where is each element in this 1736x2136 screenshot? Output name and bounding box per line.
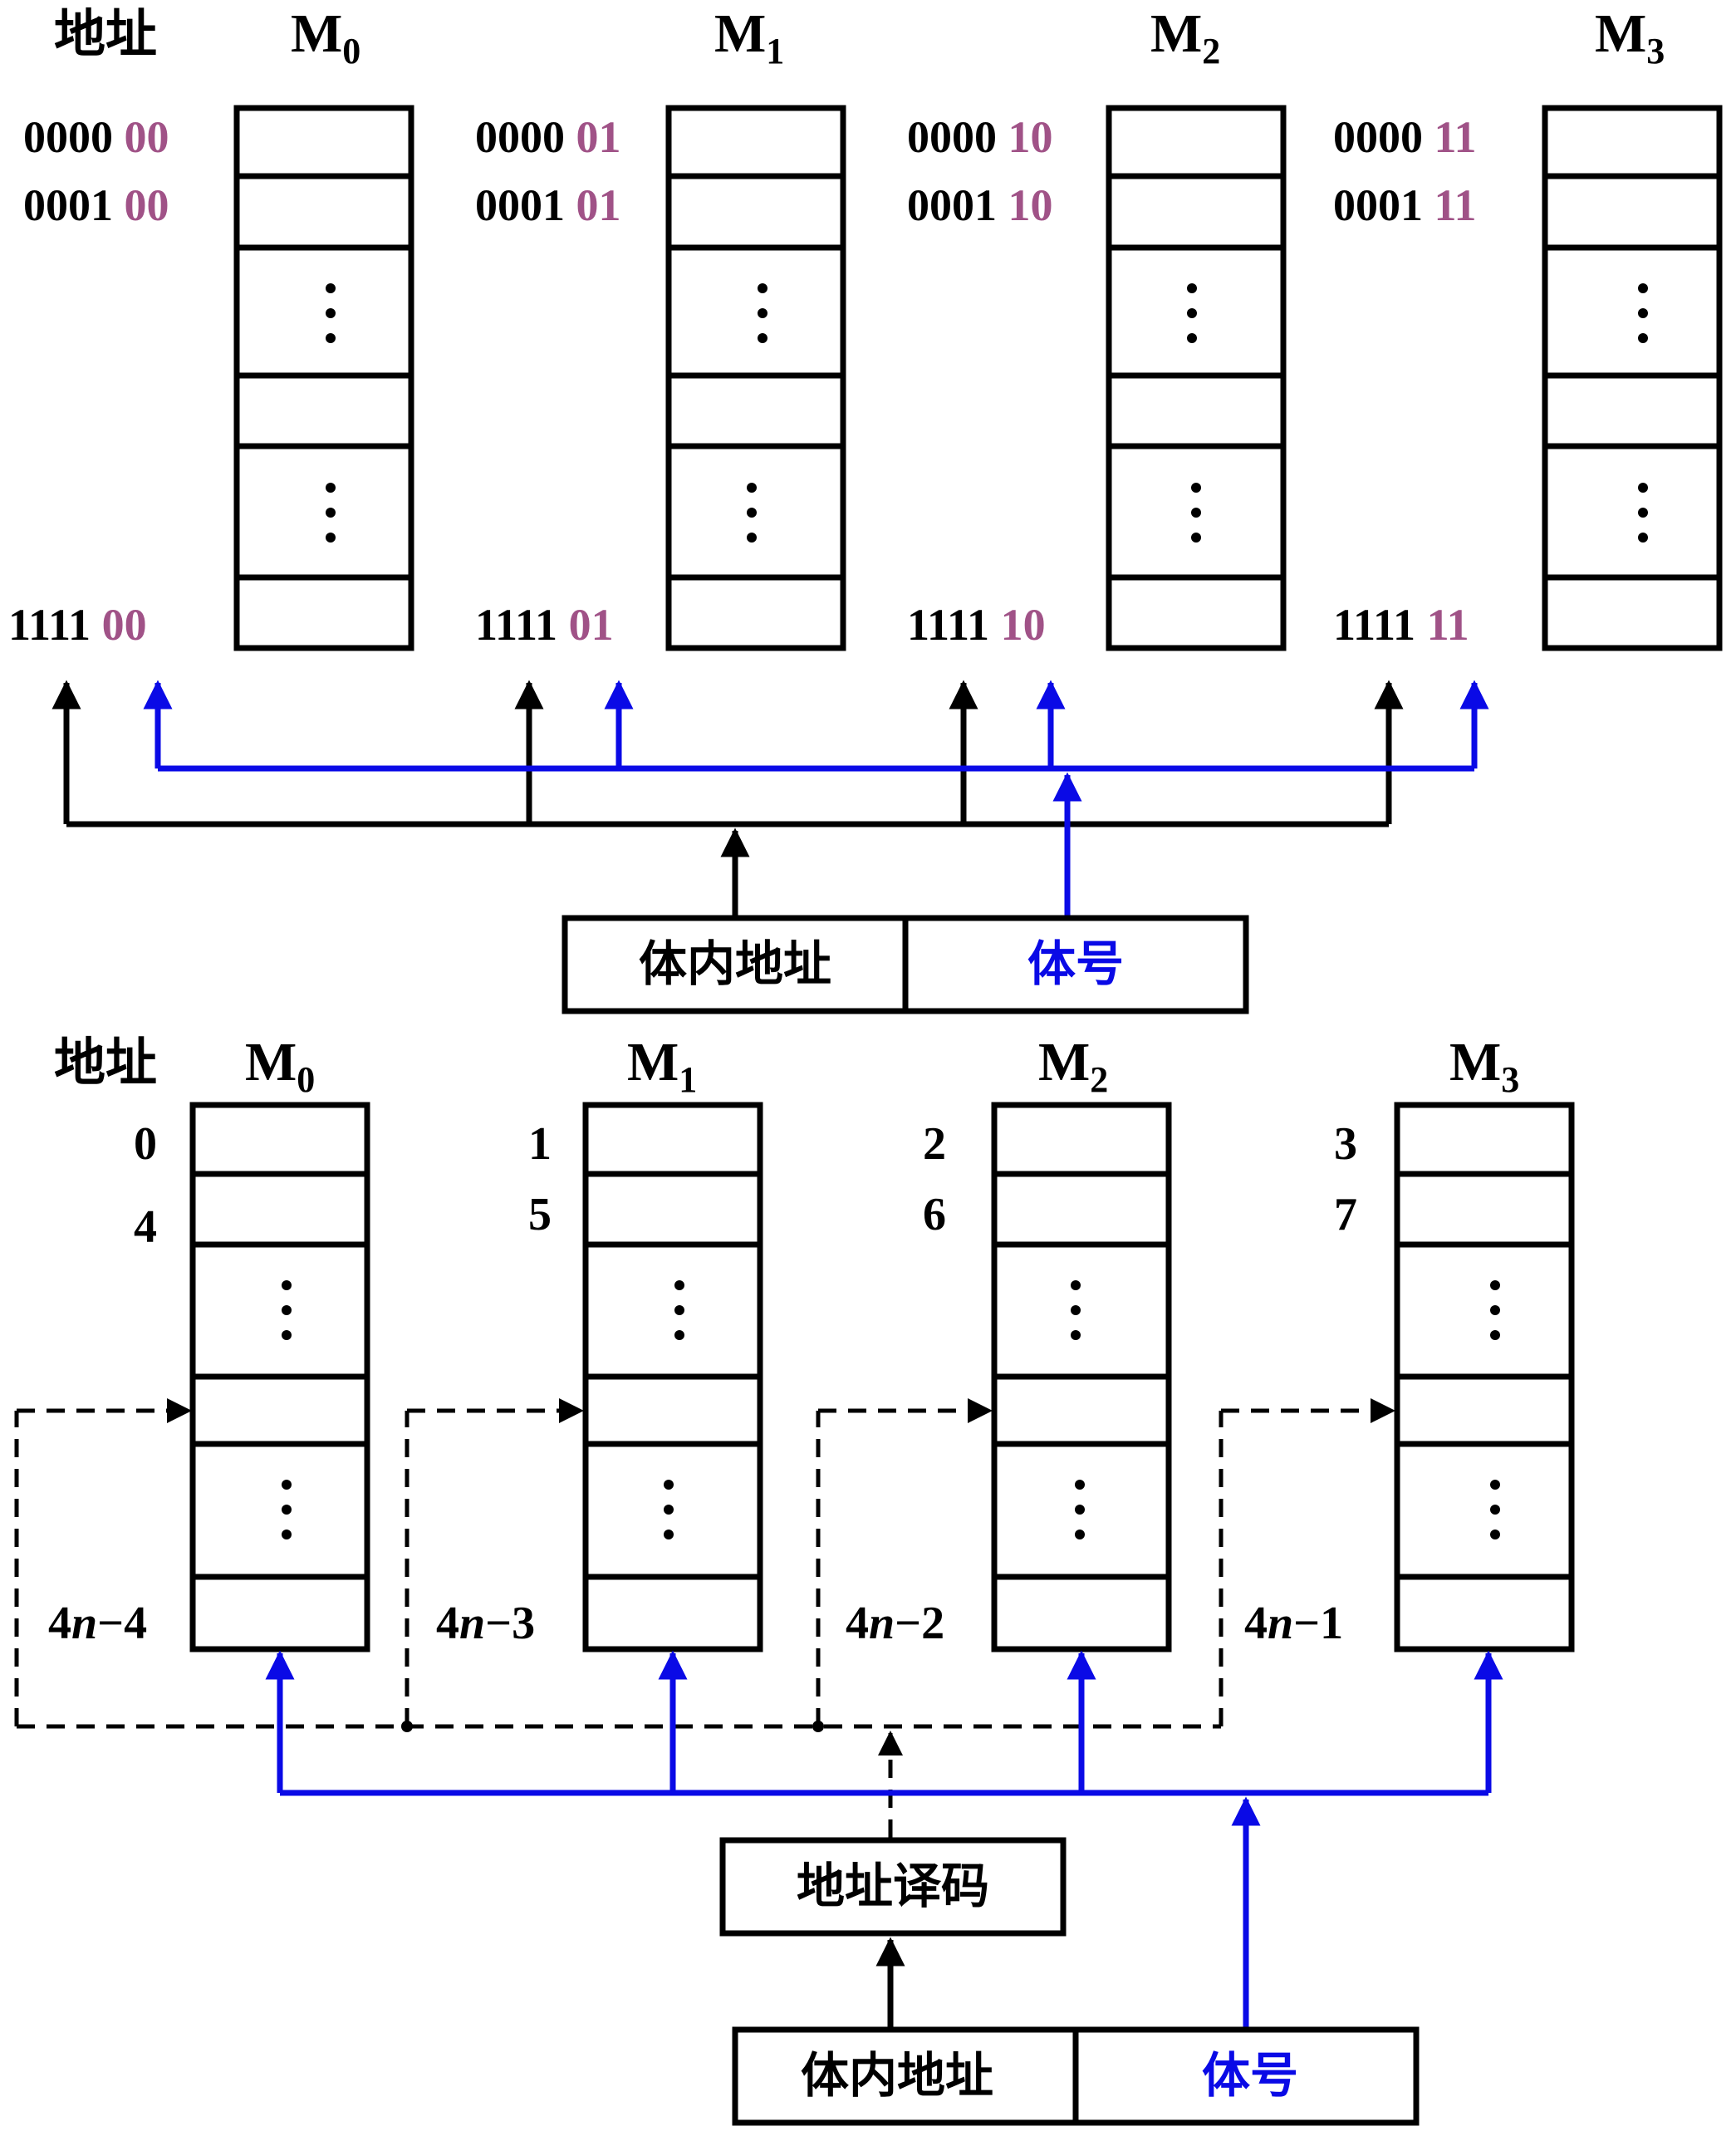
top-module-sub-3: 3	[1646, 31, 1665, 71]
bottom-memory-bank-2	[991, 1102, 1172, 1652]
top-bank-number-field: 体号	[1027, 935, 1124, 992]
bottom-module-title-3: M3	[1449, 1032, 1519, 1100]
bottom-address-labels: 0 4 1 5 2 6 3 7 4n−4 4n−3 4n−2 4n−1	[48, 1118, 1357, 1649]
last-addr-label: 4n−2	[846, 1598, 944, 1649]
addr-label: 6	[923, 1189, 946, 1240]
bottom-inner-address-field: 体内地址	[801, 2047, 993, 2104]
addr-label: 0000 11	[1333, 112, 1477, 162]
addr-label: 4	[134, 1201, 157, 1253]
top-module-name-3: M	[1595, 3, 1646, 64]
bottom-bank-number-bus	[265, 1650, 1503, 2027]
addr-label: 0001 00	[23, 180, 169, 230]
addr-label: 2	[923, 1118, 946, 1170]
addr-label: 1	[528, 1118, 552, 1170]
top-module-sub-1: 1	[766, 31, 784, 71]
bottom-module-sub-0: 0	[297, 1059, 315, 1100]
addr-label: 0000 10	[907, 112, 1053, 162]
top-inner-address-field: 体内地址	[639, 935, 831, 992]
top-memory-bank-3	[1542, 105, 1723, 651]
top-memory-bank-1	[665, 105, 846, 651]
bottom-address-register: 体内地址 体号	[732, 2026, 1420, 2126]
addr-label: 7	[1334, 1189, 1357, 1240]
last-addr-label: 4n−3	[436, 1598, 535, 1649]
top-module-title-1: M1	[714, 3, 784, 71]
top-address-labels: 0000 00 0001 00 1111 00 0000 01 0001 01 …	[8, 112, 1477, 650]
top-module-name-2: M	[1150, 3, 1202, 64]
last-addr-label: 4n−4	[48, 1598, 147, 1649]
addr-label: 0001 10	[907, 180, 1053, 230]
bottom-module-title-0: M0	[245, 1032, 315, 1100]
bottom-decoder-select-lines	[14, 1398, 1395, 1838]
svg-text:M3: M3	[1449, 1032, 1519, 1100]
top-module-name-1: M	[714, 3, 766, 64]
addr-label: 0000 01	[475, 112, 621, 162]
bottom-address-heading: 地址	[54, 1032, 157, 1093]
top-module-sub-0: 0	[342, 31, 360, 71]
bottom-bank-number-field: 体号	[1202, 2047, 1298, 2104]
address-decoder: 地址译码	[719, 1837, 1067, 1937]
bottom-module-name-3: M	[1449, 1032, 1501, 1093]
bottom-module-title-2: M2	[1038, 1032, 1108, 1100]
bottom-module-name-1: M	[627, 1032, 679, 1093]
svg-text:M2: M2	[1038, 1032, 1108, 1100]
addr-label: 0000 00	[23, 112, 169, 162]
svg-text:M3: M3	[1595, 3, 1665, 71]
addr-label: 1111 00	[8, 600, 147, 650]
top-module-name-0: M	[291, 3, 342, 64]
bottom-memory-bank-0	[189, 1102, 370, 1652]
top-address-register: 体内地址 体号	[562, 915, 1249, 1014]
top-address-heading: 地址	[54, 3, 157, 64]
addr-label: 1111 01	[475, 600, 614, 650]
bottom-module-sub-2: 2	[1090, 1059, 1108, 1100]
addr-label: 1111 11	[1333, 600, 1469, 650]
svg-text:M2: M2	[1150, 3, 1220, 71]
bottom-module-name-2: M	[1038, 1032, 1090, 1093]
decoder-label: 地址译码	[797, 1858, 989, 1914]
top-bank-number-bus	[143, 680, 1489, 916]
top-module-title-2: M2	[1150, 3, 1220, 71]
addr-label: 1111 10	[907, 600, 1046, 650]
top-module-sub-2: 2	[1202, 31, 1220, 71]
top-memory-bank-2	[1106, 105, 1287, 651]
bottom-module-sub-1: 1	[679, 1059, 697, 1100]
addr-label: 0	[134, 1118, 157, 1170]
top-module-title-3: M3	[1595, 3, 1665, 71]
top-memory-bank-0	[233, 105, 414, 651]
bottom-module-title-1: M1	[627, 1032, 697, 1100]
bottom-module-name-0: M	[245, 1032, 297, 1093]
addr-label: 5	[528, 1189, 552, 1240]
addr-label: 3	[1334, 1118, 1357, 1170]
top-inner-address-bus	[51, 680, 1404, 916]
bottom-memory-bank-1	[582, 1102, 763, 1652]
top-module-title-0: M0	[291, 3, 360, 71]
last-addr-label: 4n−1	[1244, 1598, 1343, 1649]
bottom-module-sub-3: 3	[1501, 1059, 1519, 1100]
svg-text:M0: M0	[291, 3, 360, 71]
svg-text:M1: M1	[714, 3, 784, 71]
svg-text:M0: M0	[245, 1032, 315, 1100]
addr-label: 0001 01	[475, 180, 621, 230]
addr-label: 0001 11	[1333, 180, 1477, 230]
svg-text:M1: M1	[627, 1032, 697, 1100]
bottom-memory-bank-3	[1394, 1102, 1575, 1652]
